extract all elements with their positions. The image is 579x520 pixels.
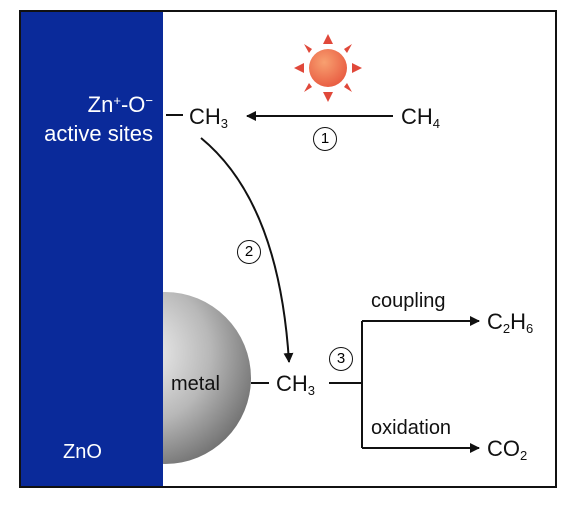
methyl-top: CH3 bbox=[189, 104, 229, 131]
zno-label: ZnO bbox=[63, 441, 102, 463]
methyl-bottom: CH3 bbox=[276, 371, 316, 398]
diagram-frame: Zn+-O− active sites ZnO metal CH3 CH4 CH… bbox=[19, 10, 557, 488]
reaction-diagram bbox=[21, 12, 480, 486]
arrow-step2 bbox=[200, 137, 294, 363]
carbon-dioxide: CO2 bbox=[487, 436, 528, 463]
metal-label: metal bbox=[171, 373, 220, 395]
step1-marker: 1 bbox=[313, 127, 337, 151]
sun-icon bbox=[294, 34, 362, 102]
step3-marker: 3 bbox=[329, 347, 353, 371]
coupling-label: coupling bbox=[371, 290, 446, 312]
sites-label-line2: active sites bbox=[44, 121, 153, 146]
methane: CH4 bbox=[401, 104, 441, 131]
oxidation-label: oxidation bbox=[371, 417, 452, 439]
step2-marker: 2 bbox=[237, 240, 261, 264]
ethane: C2H6 bbox=[487, 309, 534, 336]
zno-panel-overlay bbox=[21, 12, 163, 486]
sites-label-line1: Zn+-O− bbox=[87, 92, 153, 117]
